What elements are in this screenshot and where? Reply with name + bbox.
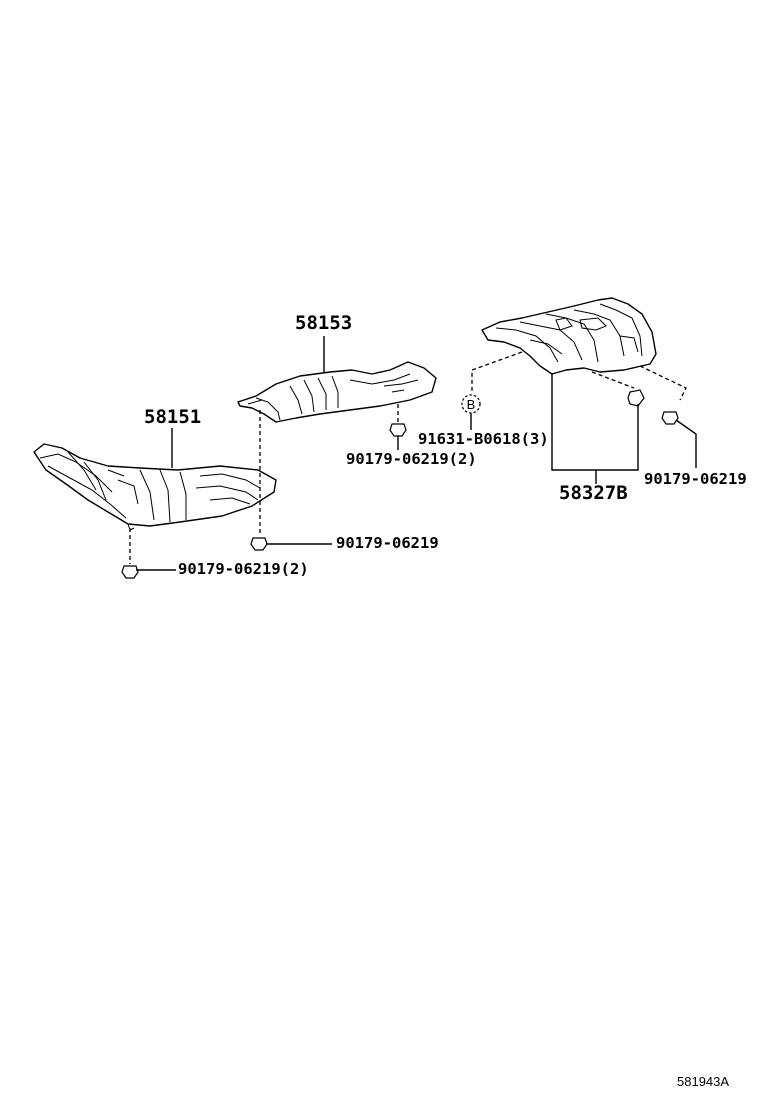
clip-rear[interactable] bbox=[627, 389, 645, 407]
label-nut-front-mid: 90179-06219 bbox=[336, 534, 439, 552]
nut-center[interactable] bbox=[389, 423, 407, 437]
nut-front-mid[interactable] bbox=[250, 537, 268, 551]
label-nut-rear-right: 90179-06219 bbox=[644, 470, 747, 488]
leader-nut-rear-right bbox=[675, 419, 697, 468]
label-58153: 58153 bbox=[295, 312, 352, 334]
leader-58327b bbox=[551, 374, 639, 471]
nut-front-bottom[interactable] bbox=[121, 565, 139, 579]
callout-b: B bbox=[461, 394, 481, 414]
callout-b-letter: B bbox=[467, 397, 476, 412]
label-nut-center: 90179-06219(2) bbox=[346, 450, 477, 468]
rear-heat-insulator[interactable] bbox=[481, 297, 657, 375]
diagram-code: 581943A bbox=[677, 1074, 729, 1089]
assembly-line-rear-right bbox=[639, 365, 687, 401]
label-58327b: 58327B bbox=[559, 482, 628, 504]
assembly-line-rear-left bbox=[471, 351, 523, 392]
nut-rear-right[interactable] bbox=[661, 411, 679, 425]
label-nut-front-bottom: 90179-06219(2) bbox=[178, 560, 309, 578]
front-heat-insulator[interactable] bbox=[33, 443, 277, 531]
label-58151: 58151 bbox=[144, 406, 201, 428]
center-heat-insulator[interactable] bbox=[237, 361, 437, 423]
assembly-line-rear-mid bbox=[591, 371, 635, 389]
label-clip-rear: 91631-B0618(3) bbox=[418, 430, 549, 448]
